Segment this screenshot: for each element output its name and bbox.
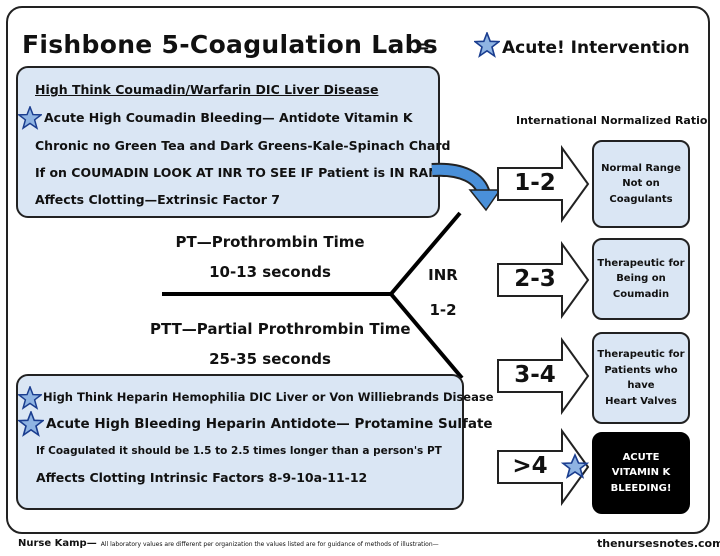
heparin-line-1: High Think Heparin Hemophilia DIC Liver … — [43, 390, 494, 404]
inr-box-coumadin: Therapeutic for Being on Coumadin — [592, 238, 690, 320]
diagram-title: Fishbone 5-Coagulation Labs — [22, 30, 439, 59]
coumadin-line-4: If on COUMADIN LOOK AT INR TO SEE IF Pat… — [35, 165, 458, 180]
legend-equals: = — [415, 36, 431, 57]
coumadin-line-2: Acute High Coumadin Bleeding— Antidote V… — [44, 110, 413, 125]
coumadin-line-5: Affects Clotting—Extrinsic Factor 7 — [35, 192, 280, 207]
inr-range-2: 2-3 — [514, 266, 556, 292]
footer-site: thenursesnotes.com — [597, 537, 720, 550]
inr-range-1: 1-2 — [514, 170, 556, 196]
ptt-value: 25-35 seconds — [209, 350, 331, 368]
footer-author: Nurse Kamp— — [18, 538, 97, 549]
heparin-line-3: If Coagulated it should be 1.5 to 2.5 ti… — [36, 445, 442, 457]
star-icon — [18, 386, 42, 410]
inr-box-heart-valves: Therapeutic for Patients who have Heart … — [592, 332, 690, 424]
heparin-line-4: Affects Clotting Intrinsic Factors 8-9-1… — [36, 470, 368, 485]
coumadin-box: High Think Coumadin/Warfarin DIC Liver D… — [16, 66, 457, 218]
inr-caption: International Normalized Ratio — [516, 114, 708, 127]
inr-box-normal: Normal Range Not on Coagulants — [592, 140, 690, 228]
star-icon — [560, 453, 590, 479]
footer-disclaimer: All laboratory values are different per … — [100, 541, 439, 548]
pt-value: 10-13 seconds — [209, 263, 331, 281]
heparin-box: High Think Heparin Hemophilia DIC Liver … — [16, 374, 494, 510]
coumadin-line-1: High Think Coumadin/Warfarin DIC Liver D… — [35, 82, 379, 97]
pt-label: PT—Prothrombin Time — [175, 233, 365, 251]
star-icon — [18, 106, 42, 130]
inr-range-4: >4 — [512, 453, 548, 479]
inr-range-3: 3-4 — [514, 362, 556, 388]
star-icon — [18, 411, 44, 437]
heparin-line-2: Acute High Bleeding Heparin Antidote— Pr… — [46, 416, 493, 432]
ptt-label: PTT—Partial Prothrombin Time — [150, 320, 411, 338]
inr-box-acute: ACUTE VITAMIN K BLEEDING! — [592, 432, 690, 514]
legend-label: Acute! Intervention — [502, 38, 690, 58]
footer-note: Nurse Kamp—All laboratory values are dif… — [18, 538, 439, 549]
coumadin-line-3: Chronic no Green Tea and Dark Greens-Kal… — [35, 138, 451, 153]
inr-value: 1-2 — [429, 301, 457, 319]
inr-label: INR — [428, 266, 458, 284]
star-icon — [474, 32, 500, 58]
